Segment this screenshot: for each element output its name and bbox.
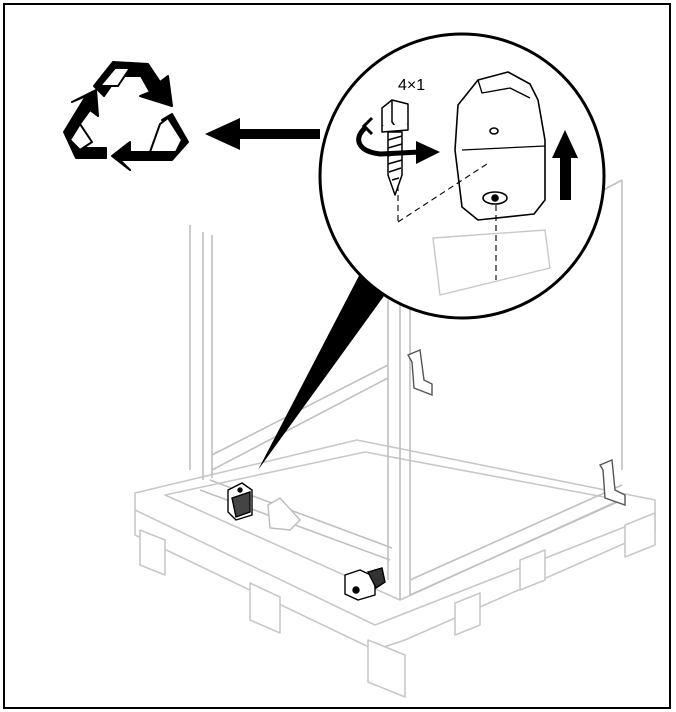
panel-bracket: [406, 349, 626, 506]
transport-block: [267, 497, 301, 531]
figure-border: [3, 3, 671, 709]
recycle-icon: [63, 61, 189, 171]
quantity-label: 4×1: [398, 77, 425, 94]
transport-bracket-front: [344, 567, 386, 601]
bracket-detail: [454, 71, 546, 221]
guide-lines: [397, 161, 497, 280]
transport-bracket-left: [227, 482, 253, 521]
detail-magnifier: 4×1: [318, 32, 606, 320]
pallet: [134, 439, 656, 698]
up-arrow-icon: [552, 130, 578, 200]
rotate-arrow-icon: [356, 116, 440, 164]
callout-leader: [258, 270, 392, 470]
left-arrow-icon: [205, 118, 320, 150]
base-plate-outline: [432, 229, 551, 296]
